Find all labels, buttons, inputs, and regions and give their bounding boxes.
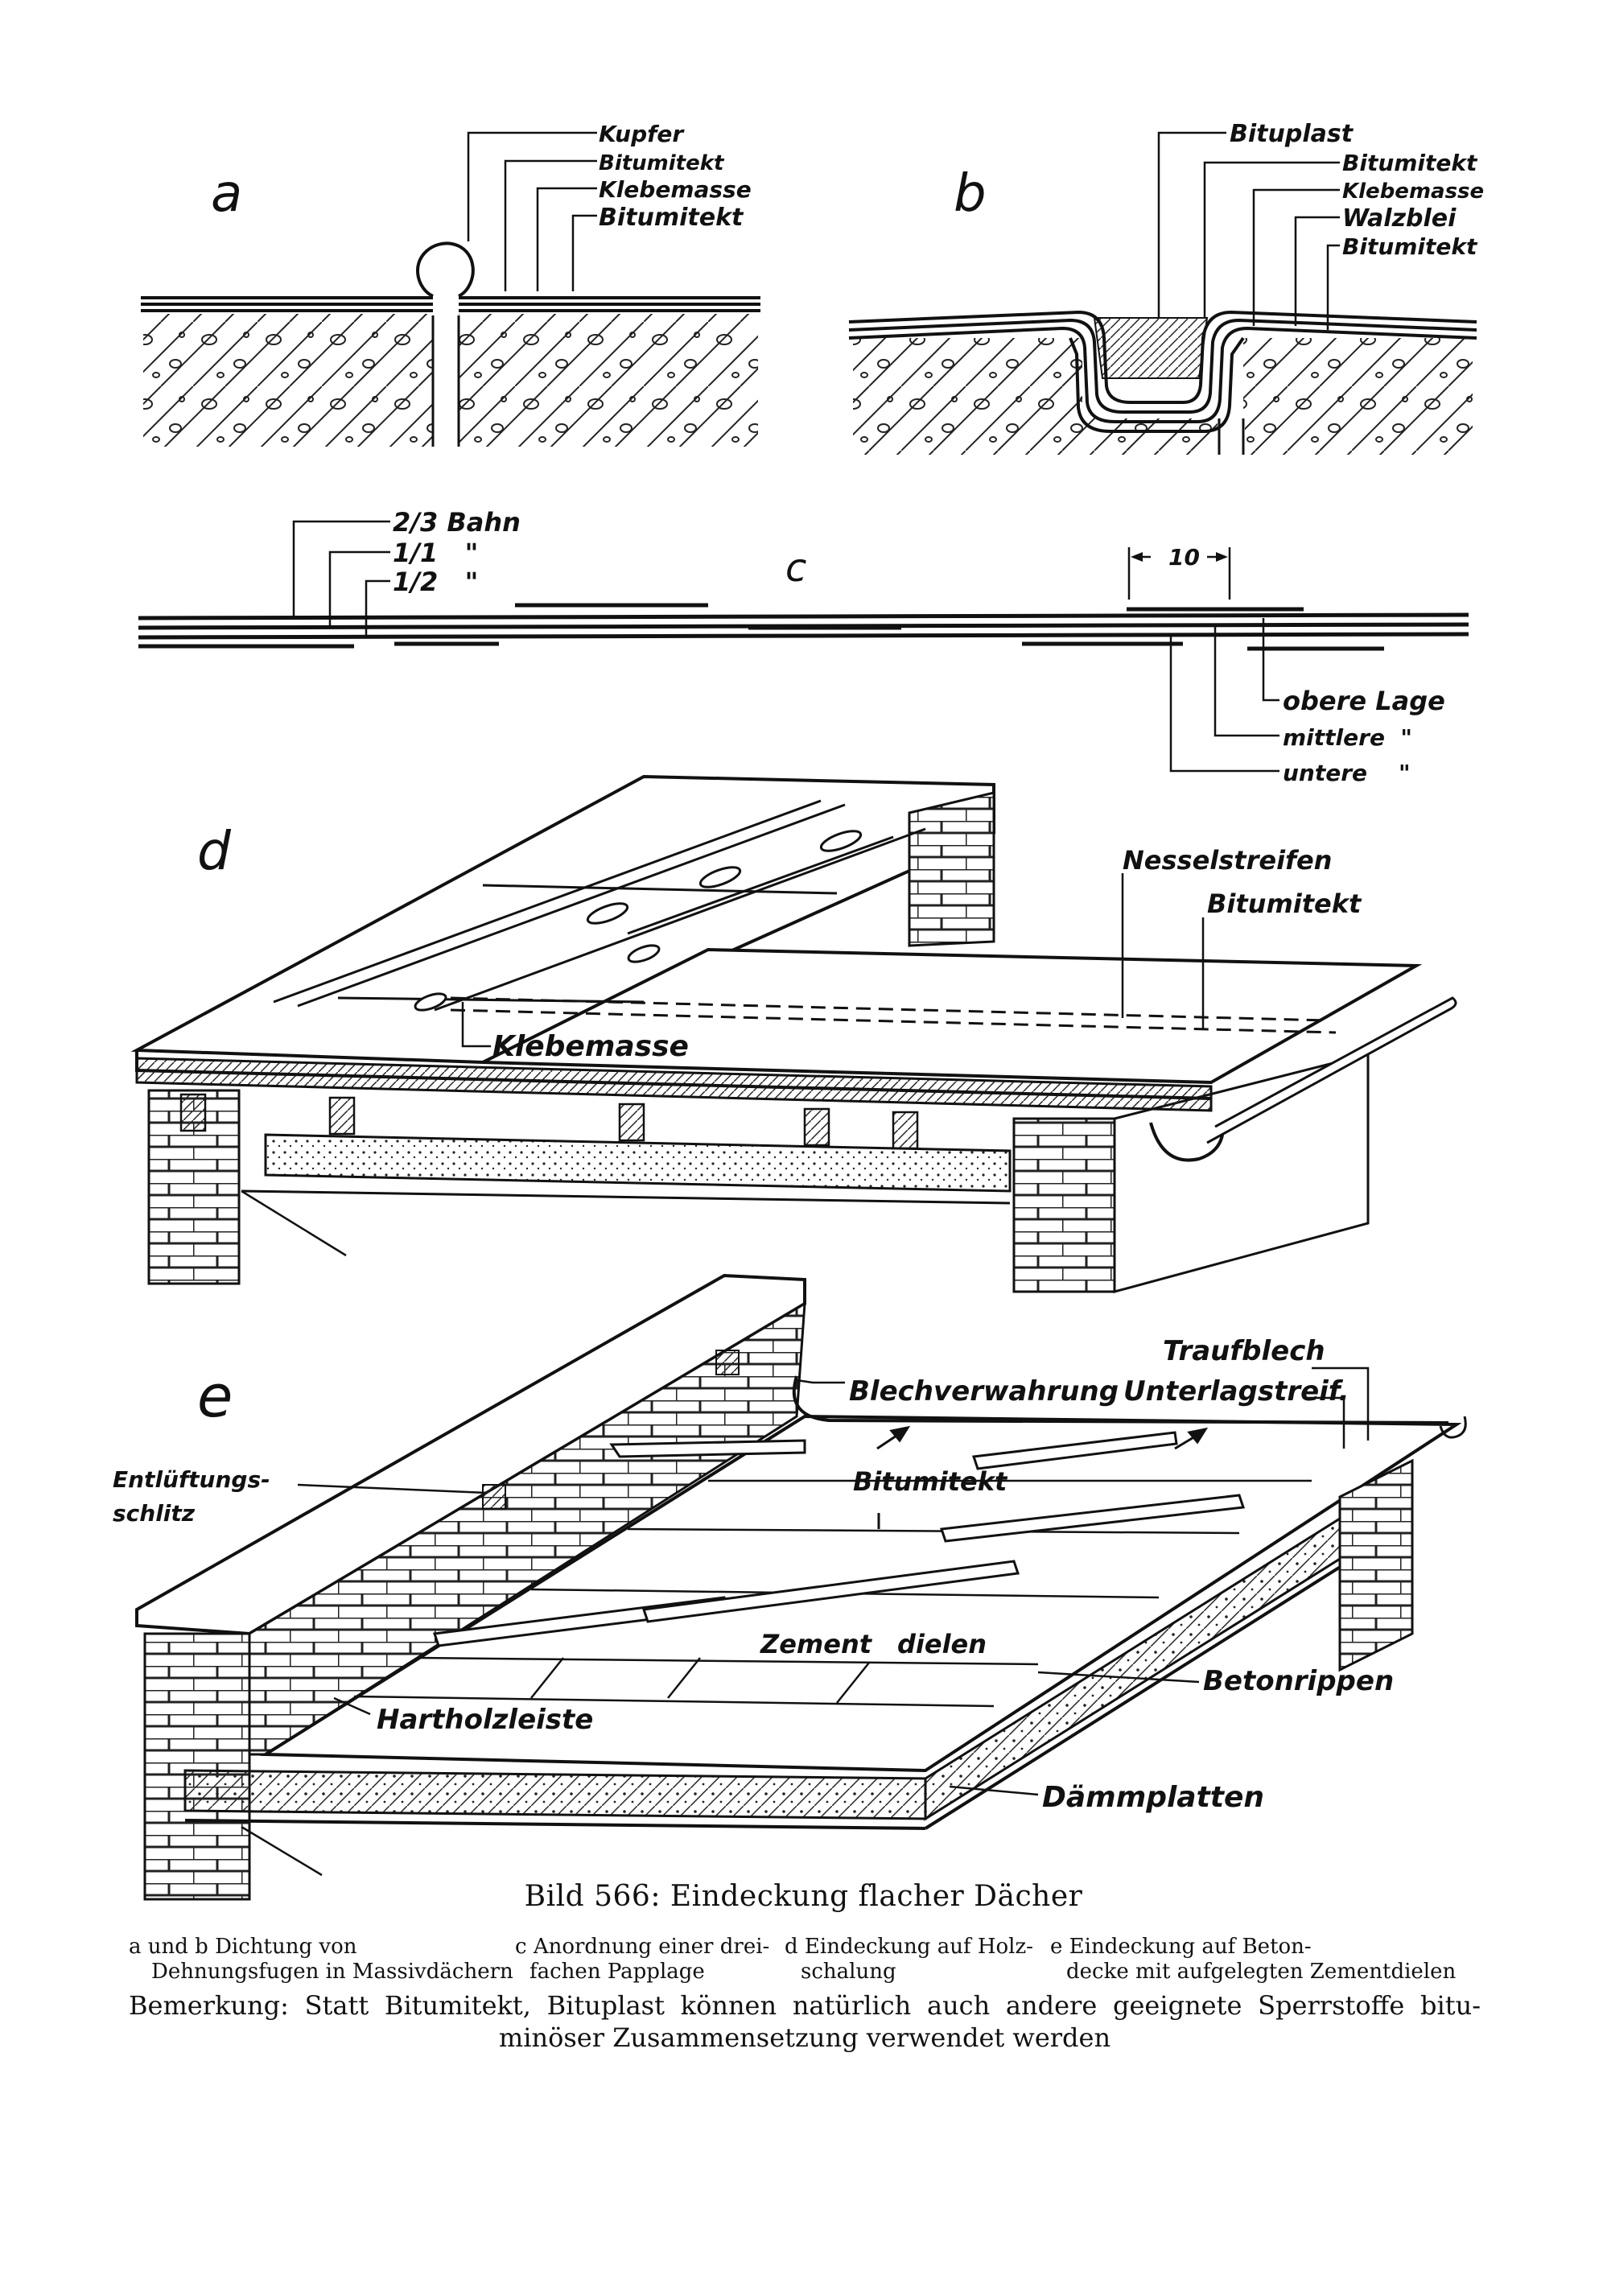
legend-e-line2: decke mit aufgelegten Zementdielen [1066,1960,1457,1984]
panel-e-insulation-slab [183,1769,927,1820]
label-klebemasse-b: Klebemasse [1342,179,1484,204]
label-bitumitekt-a1: Bitumitekt [599,151,725,175]
label-bitumitekt-b1: Bitumitekt [1342,150,1478,176]
label-dielen: dielen [897,1629,987,1659]
panel-e-wall-right [1338,1458,1414,1672]
label-nesselstreifen: Nesselstreifen [1123,845,1332,876]
panel-a-layers [141,296,760,312]
label-bituplast: Bituplast [1230,120,1354,148]
panel-b-letter: b [954,164,987,224]
label-daemmplatten: Dämmplatten [1042,1781,1264,1814]
label-bitumitekt-b2: Bitumitekt [1342,233,1478,260]
panel-e-wall-left [143,1632,251,1901]
panel-a-concrete [143,314,433,447]
panel-d-insulation [264,1133,1012,1193]
label-obere-lage: obere Lage [1283,686,1445,716]
label-zement: Zement [760,1629,873,1659]
label-untere: untere " [1283,760,1411,786]
panel-d-letter: d [197,820,232,882]
label-2-3-bahn: 2/3 Bahn [393,507,521,538]
label-bitumitekt-a2: Bitumitekt [599,204,744,232]
label-traufblech: Traufblech [1163,1335,1325,1367]
panel-e-letter: e [197,1362,233,1430]
label-1-1: 1/1 " [393,538,478,568]
label-unterlagstreif: Unterlagstreif. [1123,1375,1349,1408]
legend-c-line2: fachen Papplage [529,1960,705,1984]
panel-b-concrete-right [1243,338,1473,455]
label-kupfer: Kupfer [599,121,685,147]
label-walzblei: Walzblei [1342,204,1457,233]
panel-c-letter: c [785,546,806,591]
legend-e-line1: e Eindeckung auf Beton- [1050,1935,1312,1959]
label-klebemasse-d: Klebemasse [492,1030,689,1063]
legend-a-b-line1: a und b Dichtung von [129,1935,357,1959]
panel-e: e [113,1273,1467,1901]
legend-d: d Eindeckung auf Holz- schalung [785,1935,1033,1985]
legend-a-b-line2: Dehnungsfugen in Massivdächern [151,1960,513,1984]
panel-a: a Kupfer Bitumitekt Klebemasse Bitumitek… [141,121,760,449]
remark-line-1: Bemerkung: Statt Bitumitekt, Bituplast k… [129,1990,1481,2021]
legend-c-line1: c Anordnung einer drei- [515,1935,770,1959]
label-klebemasse-a: Klebemasse [599,176,752,203]
label-blechverwahrung: Blechverwahrung [849,1375,1119,1408]
label-dimension-10: 10 [1168,544,1200,571]
remark: Bemerkung: Statt Bitumitekt, Bituplast k… [129,1989,1481,2054]
label-bitumitekt-d: Bitumitekt [1207,888,1362,919]
label-schlitz: schlitz [113,1500,196,1527]
legend-e: e Eindeckung auf Beton- decke mit aufgel… [1050,1935,1456,1985]
copper-loop [416,241,475,298]
vent-slot-2 [715,1350,740,1375]
panel-e-gutter [1439,1416,1467,1439]
legend-d-line1: d Eindeckung auf Holz- [785,1935,1033,1959]
label-hartholzleiste: Hartholzleiste [377,1704,593,1736]
legend-d-line2: schalung [801,1960,896,1984]
panel-d-wall-right [1012,1117,1116,1293]
panel-a-letter: a [211,164,242,224]
panel-c: c 10 2/3 Bahn 1/1 [138,507,1469,786]
label-betonrippen: Betonrippen [1203,1665,1394,1697]
panel-b: b Bituplast Bitumitekt Klebemasse Walzbl… [848,120,1484,459]
vent-slot-1 [482,1484,506,1510]
ply-lines [138,603,1469,651]
panel-b-layers [848,310,1477,433]
legend-c: c Anordnung einer drei- fachen Papplage [515,1935,769,1985]
label-entlueftungs: Entlüftungs- [113,1466,270,1493]
label-bitumitekt-e: Bitumitekt [853,1466,1008,1497]
panel-d: d [130,774,1457,1293]
figure-caption: Bild 566: Eindeckung flacher Dächer [524,1880,1083,1913]
panel-d-gutter [1149,1122,1225,1162]
label-1-2: 1/2 " [393,567,478,597]
remark-line-2: minöser Zusammensetzung verwendet werden [498,2022,1111,2053]
panel-b-concrete-left [853,338,1219,455]
legend-a-b: a und b Dichtung von Dehnungsfugen in Ma… [129,1935,513,1985]
label-mittlere: mittlere " [1283,724,1412,751]
bituplast-fill [1093,317,1209,379]
